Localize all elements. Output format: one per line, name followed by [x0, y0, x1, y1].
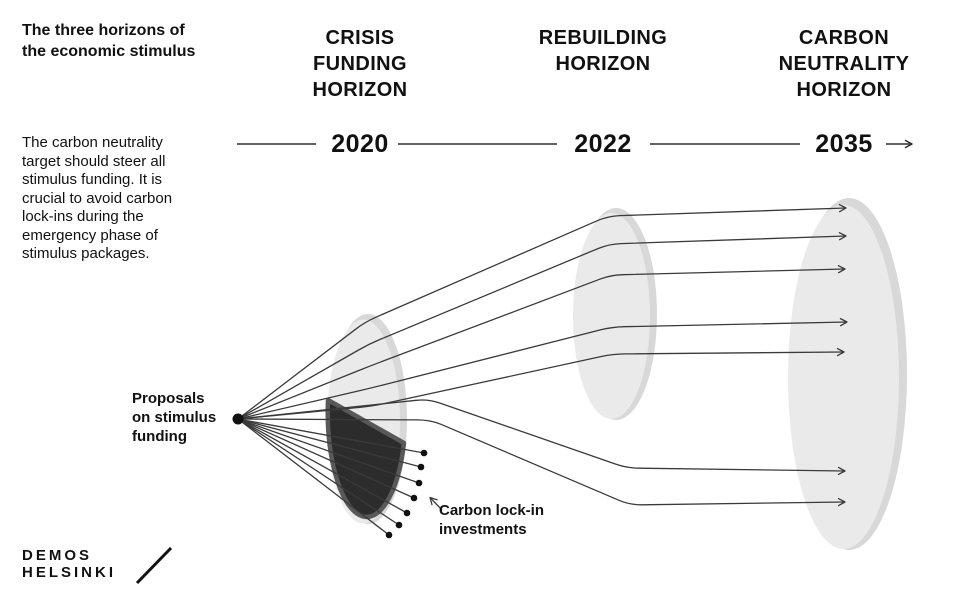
lock-in-dot: [403, 509, 411, 517]
diagram-description: The carbon neutrality target should stee…: [22, 134, 173, 262]
horizon-ellipse-2035-fill: [788, 205, 899, 549]
lock-in-line-5: [237, 418, 408, 514]
lock-in-line-6: [237, 418, 400, 526]
timeline-year-2022: 2022: [574, 130, 632, 158]
proposal-line-6: [237, 399, 846, 476]
horizon-ellipse-2022: [573, 208, 657, 420]
lock-in-line-1: [237, 418, 425, 454]
lock-in-dot: [410, 494, 418, 502]
lock-in-dot: [385, 531, 393, 539]
logo-line-demos: DEMOS: [22, 547, 93, 564]
proposal-line-4: [237, 317, 848, 420]
lock-in-label-arrow: [429, 496, 443, 511]
proposals-origin-dot: [232, 413, 244, 425]
lock-in-dot: [415, 479, 423, 487]
lock-in-line-4: [237, 418, 415, 499]
horizon-label-carbon-neutrality: CARBON NEUTRALITY HORIZON: [778, 27, 910, 101]
proposal-line-5: [237, 347, 845, 420]
demos-helsinki-logo: DEMOS HELSINKI: [22, 547, 117, 581]
lock-in-dot: [395, 521, 403, 529]
lock-in-dot: [420, 449, 428, 457]
horizon-ellipse-2035: [788, 198, 907, 550]
horizon-ellipse-2022-fill: [573, 213, 650, 419]
timeline-year-2035: 2035: [815, 130, 873, 158]
proposal-lines: [237, 204, 848, 507]
carbon-lock-in-shape: [325, 397, 407, 520]
lock-in-lines: [237, 418, 425, 536]
lock-in-line-7: [237, 418, 390, 536]
proposal-line-3: [237, 265, 846, 420]
lock-in-dot: [417, 463, 425, 471]
lock-in-line-2: [237, 418, 422, 468]
horizon-label-rebuilding: REBUILDING HORIZON: [538, 27, 668, 75]
horizon-label-crisis-funding: CRISIS FUNDING HORIZON: [312, 27, 408, 101]
diagram-title: The three horizons of the economic stimu…: [22, 22, 196, 60]
lock-in-line-3: [237, 418, 420, 484]
proposal-line-2: [237, 232, 847, 420]
proposal-line-1: [237, 204, 847, 420]
lock-in-label: Carbon lock-in investments: [439, 502, 545, 538]
lock-in-dots: [385, 449, 428, 539]
logo-line-helsinki: HELSINKI: [22, 563, 117, 581]
proposal-line-7: [237, 418, 846, 507]
timeline-year-2020: 2020: [331, 130, 389, 158]
logo-slash: [135, 546, 173, 585]
proposals-label: Proposals on stimulus funding: [132, 390, 217, 445]
